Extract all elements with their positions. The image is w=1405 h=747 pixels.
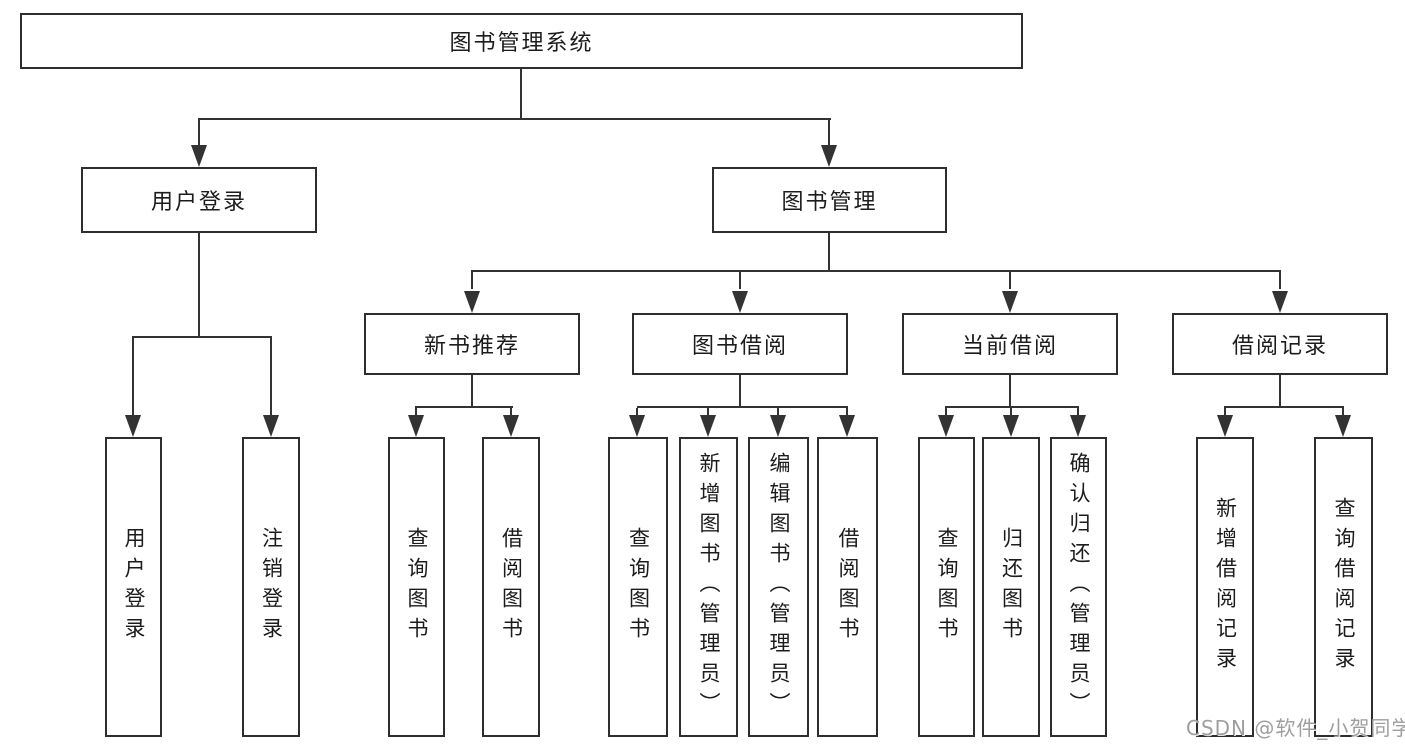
- leaf-user-login-label: 用户登录: [122, 527, 146, 647]
- node-new-book-recommend: 新书推荐: [364, 313, 580, 375]
- connector-stem: [828, 120, 830, 147]
- leaf-return-book-label: 归还图书: [999, 527, 1024, 647]
- node-current-borrow-label: 当前借阅: [961, 334, 1058, 359]
- arrowhead: [629, 415, 645, 437]
- connector-stub: [739, 375, 741, 406]
- leaf-add-borrow-record: 新增借阅记录: [1196, 437, 1254, 737]
- connector-stub: [471, 375, 473, 406]
- connector-hline: [132, 336, 272, 338]
- leaf-query-borrow-record-label: 查询借阅记录: [1332, 497, 1356, 677]
- arrowhead: [408, 415, 424, 437]
- leaf-add-book-admin: 新增图书（管理员）: [679, 437, 738, 737]
- connector-hline: [1224, 406, 1344, 408]
- leaf-query-books-borrow: 查询图书: [608, 437, 668, 737]
- connector-stem: [945, 408, 947, 418]
- arrowhead: [938, 415, 954, 437]
- connector-hline: [198, 118, 831, 120]
- connector-stub: [1009, 375, 1011, 406]
- arrowhead: [732, 291, 748, 313]
- node-current-borrow: 当前借阅: [902, 313, 1118, 375]
- connector-stem: [270, 338, 272, 420]
- node-user-login-label: 用户登录: [150, 190, 247, 215]
- node-book-management-label: 图书管理: [781, 190, 878, 215]
- leaf-edit-book-admin-label: 编辑图书（管理员）: [767, 452, 791, 722]
- arrowhead: [700, 415, 716, 437]
- arrowhead: [263, 415, 279, 437]
- arrowhead: [503, 415, 519, 437]
- connector-hline: [945, 406, 1079, 408]
- leaf-logout: 注销登录: [242, 437, 300, 737]
- arrowhead: [1002, 291, 1018, 313]
- leaf-confirm-return-admin-label: 确认归还（管理员）: [1067, 452, 1091, 722]
- node-new-book-recommend-label: 新书推荐: [423, 334, 520, 359]
- arrowhead: [1272, 291, 1288, 313]
- node-book-management: 图书管理: [712, 167, 947, 233]
- arrowhead: [821, 145, 837, 167]
- connector-stem: [846, 408, 848, 418]
- leaf-query-books-current: 查询图书: [918, 437, 975, 737]
- leaf-add-borrow-record-label: 新增借阅记录: [1213, 497, 1238, 677]
- node-user-login: 用户登录: [81, 167, 317, 233]
- leaf-query-books-borrow-label: 查询图书: [626, 527, 651, 647]
- connector-stem: [1224, 408, 1226, 418]
- leaf-query-books-recommend-label: 查询图书: [405, 527, 429, 647]
- connector-stem: [415, 408, 417, 418]
- arrowhead: [191, 145, 207, 167]
- connector-stem: [1009, 272, 1011, 289]
- node-root-label: 图书管理系统: [449, 31, 594, 56]
- arrowhead: [1335, 415, 1351, 437]
- leaf-logout-label: 注销登录: [259, 527, 284, 647]
- connector-stem: [471, 272, 473, 289]
- connector-stem: [777, 408, 779, 418]
- leaf-query-books-recommend: 查询图书: [388, 437, 445, 737]
- connector-stem: [636, 408, 638, 418]
- node-book-borrow: 图书借阅: [632, 313, 848, 375]
- leaf-borrow-books-recommend: 借阅图书: [482, 437, 540, 737]
- leaf-return-book: 归还图书: [982, 437, 1040, 737]
- connector-stub: [520, 69, 522, 118]
- connector-stem: [1077, 408, 1079, 418]
- node-book-borrow-label: 图书借阅: [691, 334, 788, 359]
- connector-stem: [707, 408, 709, 418]
- node-borrow-records-label: 借阅记录: [1231, 334, 1328, 359]
- connector-stem: [1279, 272, 1281, 289]
- node-borrow-records: 借阅记录: [1172, 313, 1388, 375]
- connector-stub: [1279, 375, 1281, 406]
- leaf-borrow-books-recommend-label: 借阅图书: [499, 527, 524, 647]
- leaf-edit-book-admin: 编辑图书（管理员）: [748, 437, 809, 737]
- connector-stem: [1010, 408, 1012, 418]
- leaf-confirm-return-admin: 确认归还（管理员）: [1050, 437, 1107, 737]
- connector-stem: [132, 338, 134, 420]
- connector-hline: [415, 406, 513, 408]
- arrowhead: [1217, 415, 1233, 437]
- node-root: 图书管理系统: [20, 13, 1023, 69]
- connector-stem: [510, 408, 512, 418]
- leaf-add-book-admin-label: 新增图书（管理员）: [697, 452, 721, 722]
- connector-stem: [739, 272, 741, 289]
- csdn-watermark: CSDN @软件_小贺同学: [1186, 716, 1405, 740]
- arrowhead: [125, 415, 141, 437]
- arrowhead: [839, 415, 855, 437]
- leaf-query-borrow-record: 查询借阅记录: [1314, 437, 1373, 737]
- leaf-user-login: 用户登录: [105, 437, 162, 737]
- connector-stem: [198, 120, 200, 147]
- leaf-query-books-current-label: 查询图书: [935, 527, 959, 647]
- connector-stem: [1342, 408, 1344, 418]
- leaf-borrow-books-borrow: 借阅图书: [817, 437, 878, 737]
- arrowhead: [1070, 415, 1086, 437]
- connector-stub: [828, 233, 830, 270]
- connector-stub: [198, 232, 200, 336]
- leaf-borrow-books-borrow-label: 借阅图书: [836, 527, 860, 647]
- connector-hline: [637, 406, 848, 408]
- arrowhead: [1003, 415, 1019, 437]
- connector-hline: [471, 270, 1281, 272]
- arrowhead: [464, 291, 480, 313]
- arrowhead: [770, 415, 786, 437]
